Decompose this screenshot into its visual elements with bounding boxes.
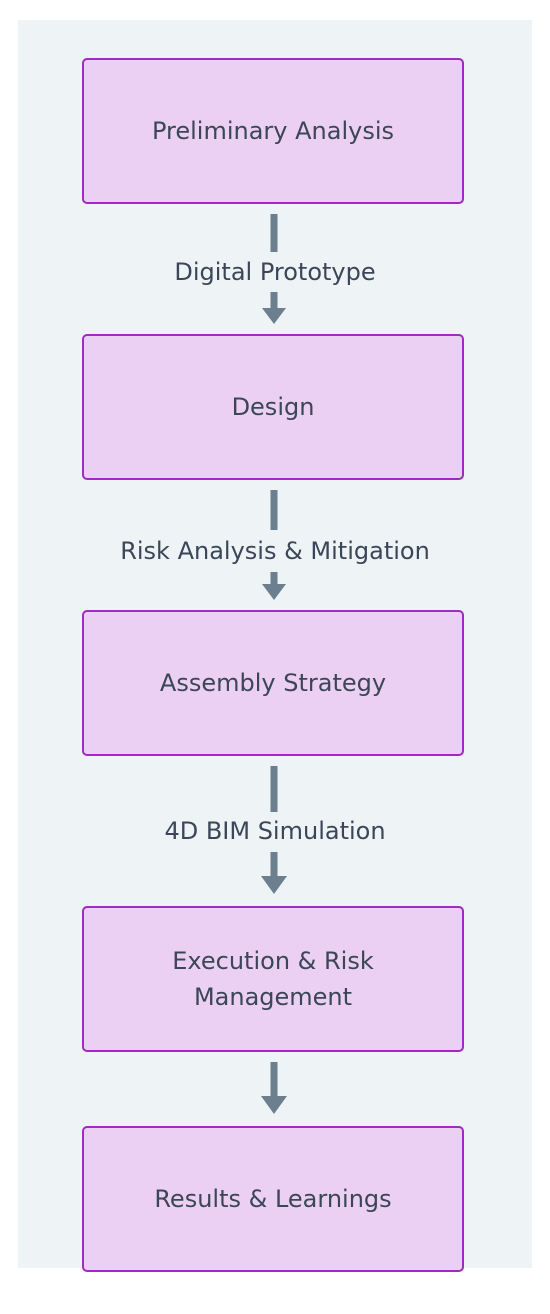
arrow-down-icon	[261, 1062, 287, 1114]
node-label: Results & Learnings	[154, 1185, 392, 1213]
edge-label: Digital Prototype	[0, 256, 550, 288]
arrow-down-icon	[261, 766, 287, 894]
edge-assembly-to-execution: 4D BIM Simulation	[0, 756, 550, 906]
arrow-down-icon	[262, 214, 286, 324]
node-label: Assembly Strategy	[159, 669, 387, 697]
edge-preliminary-to-design: Digital Prototype	[0, 204, 550, 334]
node-label: Execution & Risk Management	[172, 947, 374, 1011]
node-design: Design	[82, 334, 464, 480]
node-preliminary-analysis: Preliminary Analysis	[82, 58, 464, 204]
node-assembly-strategy: Assembly Strategy	[82, 610, 464, 756]
edge-execution-to-results	[0, 1052, 550, 1126]
node-label: Design	[231, 393, 315, 421]
node-execution-risk-management: Execution & Risk Management	[82, 906, 464, 1052]
node-results-learnings: Results & Learnings	[82, 1126, 464, 1272]
edge-design-to-assembly: Risk Analysis & Mitigation	[0, 480, 550, 610]
arrow-down-icon	[262, 490, 286, 600]
edge-label: Risk Analysis & Mitigation	[0, 535, 550, 567]
edge-label: 4D BIM Simulation	[0, 815, 550, 847]
node-label: Preliminary Analysis	[151, 117, 395, 145]
